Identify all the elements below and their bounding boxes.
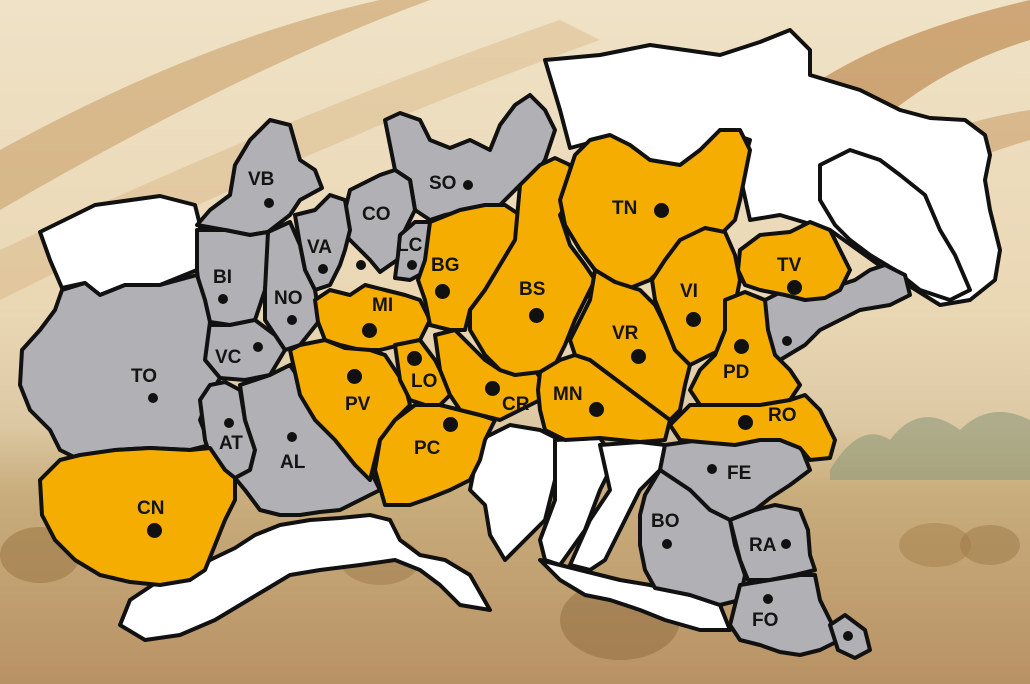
province-label-pd: PD xyxy=(723,362,750,383)
province-dot-mi xyxy=(361,322,377,338)
province-dot-mn xyxy=(588,401,604,417)
province-label-cn: CN xyxy=(137,498,165,519)
province-label-bo: BO xyxy=(651,511,680,532)
region-liguria-west xyxy=(118,513,492,642)
province-label-co: CO xyxy=(362,204,391,225)
province-label-cr: CR xyxy=(502,394,530,415)
province-label-bs: BS xyxy=(519,279,546,300)
region-emilia-apennine xyxy=(538,558,732,632)
province-dot-vr xyxy=(630,348,646,364)
province-dot-bg xyxy=(434,283,450,299)
province-dot-bo xyxy=(662,539,672,549)
province-dot-no xyxy=(287,315,297,325)
province-shape-tv xyxy=(736,220,852,302)
province-shape-ro xyxy=(668,393,837,462)
province-shape-so xyxy=(383,93,557,222)
province-label-va: VA xyxy=(307,237,332,258)
province-label-vr: VR xyxy=(612,323,639,344)
province-label-bg: BG xyxy=(431,255,460,276)
province-dot-ro xyxy=(737,414,753,430)
province-shape-to xyxy=(18,273,222,462)
province-shape-no xyxy=(263,220,322,352)
province-dot-bi xyxy=(218,294,228,304)
province-dot-lc xyxy=(407,260,417,270)
province-dot-co xyxy=(356,260,366,270)
province-label-ra: RA xyxy=(749,535,777,556)
province-label-no: NO xyxy=(274,288,303,309)
province-label-lc: LC xyxy=(397,235,423,256)
province-dot-fe xyxy=(707,464,717,474)
province-label-mn: MN xyxy=(553,384,583,405)
province-dot-ra xyxy=(781,539,791,549)
region-friuli xyxy=(818,148,972,302)
region-emilia-east xyxy=(568,440,667,572)
province-dot-al xyxy=(287,432,297,442)
province-dot-at xyxy=(224,418,234,428)
province-dot-vc xyxy=(253,342,263,352)
province-label-at: AT xyxy=(219,433,243,454)
province-label-fe: FE xyxy=(727,463,752,484)
province-label-tn: TN xyxy=(612,198,638,219)
province-label-vi: VI xyxy=(680,281,698,302)
province-dot-fo xyxy=(763,594,773,604)
province-dot-so xyxy=(463,180,473,190)
province-shape-ra xyxy=(728,503,817,582)
province-label-vb: VB xyxy=(248,169,275,190)
province-dot-lo xyxy=(406,350,422,366)
region-emilia-west xyxy=(468,423,562,562)
province-dot-to xyxy=(148,393,158,403)
province-dot-pc xyxy=(442,416,458,432)
province-label-al: AL xyxy=(280,452,306,473)
province-dot-cn xyxy=(146,522,162,538)
province-label-mi: MI xyxy=(372,295,394,316)
province-dot-va xyxy=(318,264,328,274)
province-dot-bs xyxy=(528,307,544,323)
province-label-pc: PC xyxy=(414,438,441,459)
province-shape-pc xyxy=(373,403,497,507)
province-dot-vb xyxy=(264,198,274,208)
province-dot-tv xyxy=(786,279,802,295)
province-dot-pv xyxy=(346,368,362,384)
province-label-ro: RO xyxy=(768,405,797,426)
province-dot-cr xyxy=(484,380,500,396)
province-label-lo: LO xyxy=(411,371,438,392)
province-label-tv: TV xyxy=(777,255,802,276)
province-label-vc: VC xyxy=(215,347,242,368)
province-shape-bo xyxy=(638,468,747,607)
province-label-to: TO xyxy=(131,366,158,387)
province-dot-vi xyxy=(685,311,701,327)
province-dot-ve xyxy=(782,336,792,346)
province-label-bi: BI xyxy=(213,267,232,288)
province-label-so: SO xyxy=(429,173,457,194)
province-shape-fo xyxy=(728,573,842,657)
province-label-fo: FO xyxy=(752,610,779,631)
province-dot-rn xyxy=(843,631,853,641)
province-shape-cn xyxy=(38,446,237,587)
province-dot-pd xyxy=(733,338,749,354)
province-label-pv: PV xyxy=(345,394,371,415)
province-dot-tn xyxy=(653,202,669,218)
